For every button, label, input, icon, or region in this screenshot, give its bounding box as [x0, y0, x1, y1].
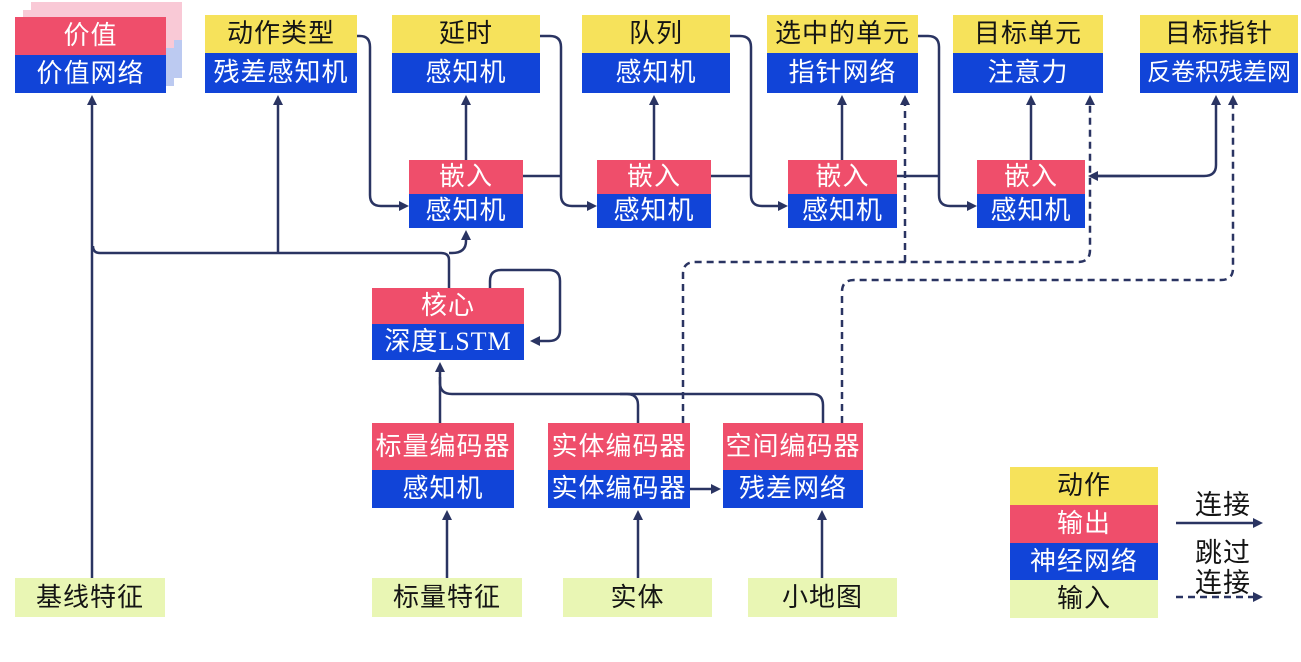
node-queue: 队列 感知机	[582, 15, 730, 93]
node-embedding-2-output-label: 嵌入	[597, 160, 711, 194]
node-spatial-encoder-output-label: 空间编码器	[723, 423, 863, 470]
node-queue-network-label: 感知机	[582, 53, 730, 93]
node-spatial-encoder: 空间编码器 残差网络	[723, 423, 863, 508]
legend-action-swatch: 动作	[1010, 467, 1158, 505]
wire-entity-encoder-join	[620, 392, 640, 423]
node-target-unit: 目标单元 注意力	[953, 15, 1103, 93]
node-delay-network-label: 感知机	[392, 53, 540, 93]
node-embedding-1-output-label: 嵌入	[409, 160, 523, 194]
legend-skip-label-line2: 连接	[1195, 568, 1251, 598]
node-action-type-network-label: 残差感知机	[205, 53, 357, 93]
node-embedding-4-output-label: 嵌入	[977, 160, 1085, 194]
node-entities-label: 实体	[563, 578, 712, 617]
node-target-unit-network-label: 注意力	[953, 53, 1103, 93]
node-entity-encoder-output-label: 实体编码器	[548, 423, 690, 470]
node-embedding-4: 嵌入 感知机	[977, 160, 1085, 228]
node-embedding-3-network-label: 感知机	[788, 194, 897, 228]
node-minimap-label: 小地图	[748, 578, 897, 617]
node-scalar-encoder-output-label: 标量编码器	[372, 423, 514, 470]
wire-core-output-left	[91, 245, 451, 288]
node-target-point-action-label: 目标指针	[1140, 15, 1298, 53]
node-entity-encoder-network-label: 实体编码器	[548, 470, 690, 508]
node-core-network-label: 深度LSTM	[372, 324, 524, 360]
node-value-network-label: 价值网络	[15, 55, 166, 93]
node-embedding-2-network-label: 感知机	[597, 194, 711, 228]
node-value-output-label: 价值	[15, 17, 166, 55]
wire-encoder-merge	[438, 377, 825, 423]
node-selected-units-network-label: 指针网络	[767, 53, 918, 93]
legend-output-swatch: 输出	[1010, 505, 1158, 543]
node-embedding-4-network-label: 感知机	[977, 194, 1085, 228]
node-embedding-1-network-label: 感知机	[409, 194, 523, 228]
legend-input-swatch: 输入	[1010, 580, 1158, 618]
node-core: 核心 深度LSTM	[372, 288, 524, 360]
node-baseline-features-label: 基线特征	[15, 578, 165, 617]
node-embedding-3-output-label: 嵌入	[788, 160, 897, 194]
node-embedding-2: 嵌入 感知机	[597, 160, 711, 228]
node-queue-action-label: 队列	[582, 15, 730, 53]
node-minimap: 小地图	[748, 578, 897, 617]
node-scalar-encoder-network-label: 感知机	[372, 470, 514, 508]
node-core-output-label: 核心	[372, 288, 524, 324]
node-action-type: 动作类型 残差感知机	[205, 15, 357, 93]
node-selected-units-action-label: 选中的单元	[767, 15, 918, 53]
node-delay: 延时 感知机	[392, 15, 540, 93]
node-baseline-features: 基线特征	[15, 578, 165, 617]
legend-color-stack: 动作 输出 神经网络 输入	[1010, 467, 1158, 618]
arrow-branch-to-target-point	[1092, 95, 1221, 178]
node-value: 价值 价值网络	[15, 17, 166, 93]
node-embedding-1: 嵌入 感知机	[409, 160, 523, 228]
node-embedding-3: 嵌入 感知机	[788, 160, 897, 228]
legend-skip-label-line1: 跳过	[1195, 538, 1251, 568]
legend-network-swatch: 神经网络	[1010, 543, 1158, 580]
node-spatial-encoder-network-label: 残差网络	[723, 470, 863, 508]
skip-entity-to-attention	[681, 95, 1095, 423]
node-entity-encoder: 实体编码器 实体编码器	[548, 423, 690, 508]
skip-spatial-to-target-point	[840, 95, 1238, 423]
node-target-unit-action-label: 目标单元	[953, 15, 1103, 53]
node-scalar-features: 标量特征	[372, 578, 522, 617]
node-entities: 实体	[563, 578, 712, 617]
legend-connection-label: 连接	[1195, 490, 1251, 520]
node-target-point-network-label: 反卷积残差网	[1140, 53, 1298, 93]
node-selected-units: 选中的单元 指针网络	[767, 15, 918, 93]
node-action-type-action-label: 动作类型	[205, 15, 357, 53]
arrow-core-to-embedding-1	[449, 230, 471, 255]
node-scalar-features-label: 标量特征	[372, 578, 522, 617]
node-delay-action-label: 延时	[392, 15, 540, 53]
node-target-point: 目标指针 反卷积残差网	[1140, 15, 1298, 93]
node-scalar-encoder: 标量编码器 感知机	[372, 423, 514, 508]
